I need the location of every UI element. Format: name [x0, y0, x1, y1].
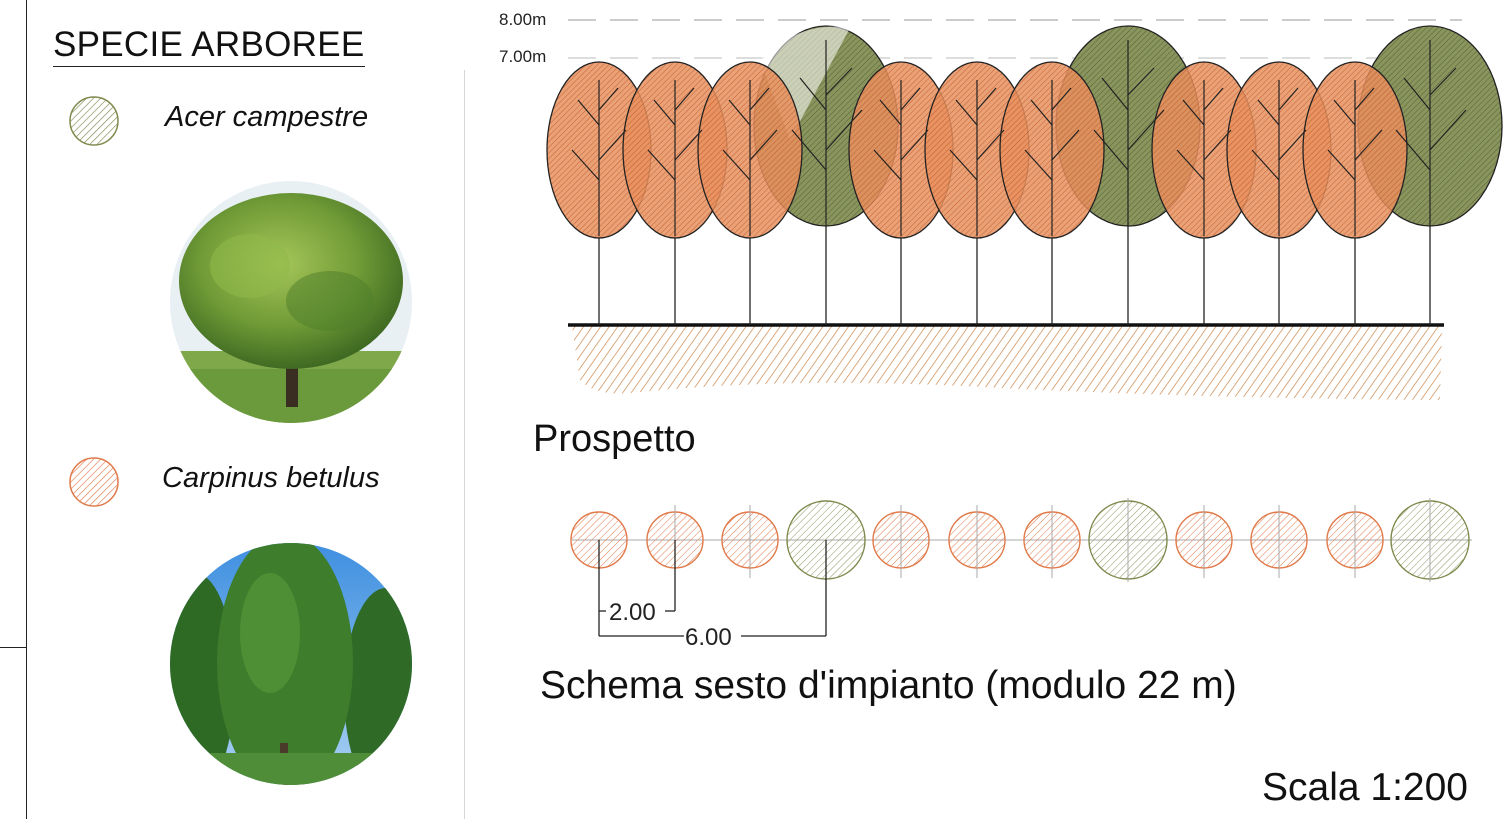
panel-divider [464, 70, 465, 819]
acer-hatched-swatch-icon [69, 96, 119, 146]
branch-lines [571, 40, 1467, 236]
legend-name-acer: Acer campestre [165, 101, 369, 133]
sheet-border-line [26, 0, 27, 819]
dimension-label-2m: 2.00 [609, 599, 656, 626]
ground-section [572, 326, 1442, 400]
dimension-lines [598, 540, 827, 637]
acer-campestre-photo [170, 181, 412, 423]
plan-title: Schema sesto d'impianto (modulo 22 m) [540, 664, 1237, 707]
tree-trunks [598, 226, 1431, 325]
carpinus-hatched-swatch-icon [69, 457, 119, 507]
legend-title: SPECIE ARBOREE [53, 25, 365, 67]
legend-name-carpinus: Carpinus betulus [162, 462, 380, 494]
dimension-label-6m: 6.00 [685, 624, 732, 651]
scale-label: Scala 1:200 [1262, 766, 1468, 809]
height-label-7m: 7.00m [499, 47, 546, 66]
plan-center-marks [674, 498, 1431, 582]
sheet-border-tick [0, 647, 26, 648]
height-label-8m: 8.00m [499, 10, 546, 29]
elevation-title: Prospetto [533, 418, 696, 460]
